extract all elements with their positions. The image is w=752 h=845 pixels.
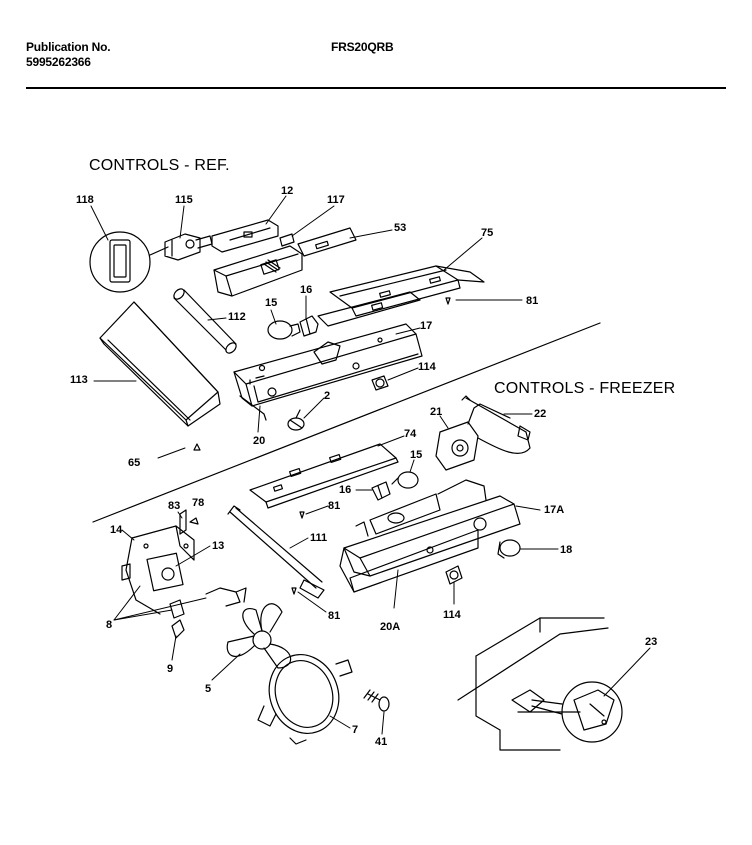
part-17A-control-panel <box>340 480 520 592</box>
callout-114-b: 114 <box>443 609 461 621</box>
part-18-knob <box>498 540 520 558</box>
part-81-screw-b <box>300 512 304 518</box>
callout-18: 18 <box>560 544 573 556</box>
callout-81-a: 81 <box>526 295 539 307</box>
callout-83: 83 <box>168 500 181 512</box>
callout-22: 22 <box>534 408 547 420</box>
part-housing <box>214 246 302 296</box>
callout-113: 113 <box>70 374 88 386</box>
part-81-screw-c <box>292 588 296 594</box>
part-7-fan-shroud <box>258 645 352 744</box>
part-17-control-panel <box>234 324 422 420</box>
callout-53: 53 <box>394 222 407 234</box>
callout-23: 23 <box>645 636 658 648</box>
callout-115: 115 <box>175 194 193 206</box>
cabinet-corner-sketch <box>458 618 608 750</box>
callout-17: 17 <box>420 320 433 332</box>
part-2-knob <box>288 410 304 430</box>
callout-13: 13 <box>212 540 225 552</box>
callout-41: 41 <box>375 736 388 748</box>
part-12-bracket <box>212 220 278 252</box>
callout-75: 75 <box>481 227 494 239</box>
callout-7: 7 <box>352 724 359 736</box>
callout-5: 5 <box>205 683 212 695</box>
part-15-bulb-b <box>392 472 418 488</box>
part-light-shield <box>318 292 420 326</box>
leader-lines <box>91 196 650 734</box>
callout-21: 21 <box>430 406 443 418</box>
callout-20: 20 <box>253 435 266 447</box>
callout-8: 8 <box>106 619 113 631</box>
callout-12: 12 <box>281 185 294 197</box>
part-9-clip <box>172 620 184 638</box>
callout-15-a: 15 <box>265 297 278 309</box>
model-number: FRS20QRB <box>331 40 394 54</box>
callout-20A: 20A <box>380 621 401 633</box>
callout-15-b: 15 <box>410 449 423 461</box>
part-83-clip <box>180 510 186 534</box>
callout-2: 2 <box>324 390 331 402</box>
part-23-inset <box>532 682 622 742</box>
callout-17A: 17A <box>544 504 565 516</box>
part-8-clips <box>170 588 246 618</box>
part-111-harness <box>228 506 324 598</box>
part-15-bulb <box>268 321 300 339</box>
part-114-sensor-b <box>446 566 462 584</box>
part-74-plate <box>250 444 398 508</box>
callout-118: 118 <box>76 194 94 206</box>
part-115-switch <box>165 234 212 260</box>
callout-74: 74 <box>404 428 417 440</box>
part-117 <box>280 234 294 246</box>
section-title-freezer: CONTROLS - FREEZER <box>494 380 676 397</box>
part-14-fan-bracket <box>122 526 194 614</box>
part-22-capillary <box>462 396 530 440</box>
callout-111: 111 <box>310 532 328 544</box>
part-16-socket <box>300 316 318 336</box>
callout-78: 78 <box>192 497 205 509</box>
callout-9: 9 <box>167 663 174 675</box>
publication-label: Publication No. <box>26 40 111 54</box>
part-16-socket-b <box>372 482 390 500</box>
callout-16-a: 16 <box>300 284 313 296</box>
callout-114-a: 114 <box>418 361 436 373</box>
publication-number: 5995262366 <box>26 55 91 69</box>
part-21-thermostat <box>436 404 530 470</box>
part-81-screw-a <box>446 298 450 304</box>
part-112-tube <box>172 287 238 355</box>
callout-117: 117 <box>327 194 345 206</box>
part-118-inset <box>90 232 168 292</box>
callout-14: 14 <box>110 524 123 536</box>
callout-112: 112 <box>228 311 246 323</box>
part-114-sensor-a <box>372 376 388 390</box>
part-113-angle-trim <box>100 302 220 426</box>
callout-81-b: 81 <box>328 500 341 512</box>
part-53-plate <box>298 228 356 256</box>
header-divider <box>26 87 726 89</box>
callout-81-c: 81 <box>328 610 341 622</box>
part-75-cover <box>330 266 484 316</box>
part-41-screw <box>364 690 389 711</box>
part-65-clip <box>194 444 200 450</box>
section-title-ref: CONTROLS - REF. <box>89 157 230 174</box>
section-divider-line <box>93 323 600 522</box>
part-78-screw <box>190 518 198 524</box>
callout-16-b: 16 <box>339 484 352 496</box>
callout-65: 65 <box>128 457 141 469</box>
part-5-fan-blade <box>227 604 290 668</box>
